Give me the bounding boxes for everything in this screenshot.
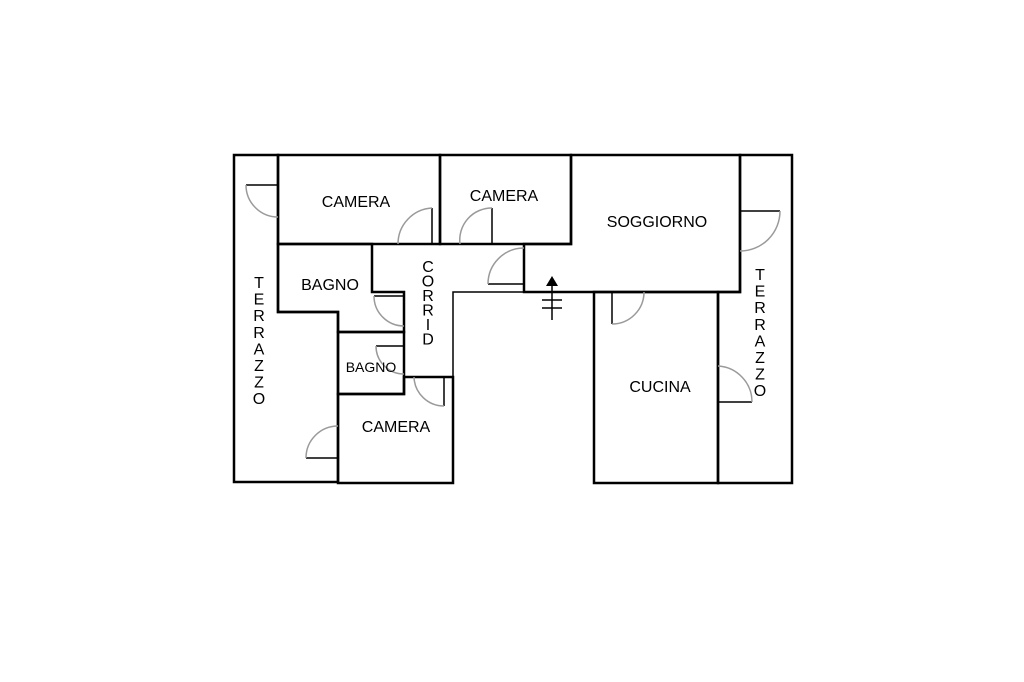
room-cucina: [592, 290, 720, 485]
label-camera-top-left: CAMERA: [322, 194, 391, 211]
entrance-arrow-icon: [542, 276, 562, 320]
label-soggiorno: SOGGIORNO: [607, 214, 707, 231]
room-camera-bottom: [336, 375, 455, 485]
room-corridoio: [371, 243, 525, 378]
door-swings: [245, 184, 781, 459]
label-bagno-1: BAGNO: [301, 277, 359, 294]
label-camera-bottom: CAMERA: [362, 419, 431, 436]
label-camera-top-mid: CAMERA: [470, 188, 539, 205]
label-cucina: CUCINA: [629, 379, 691, 396]
label-bagno-2: BAGNO: [346, 359, 397, 375]
